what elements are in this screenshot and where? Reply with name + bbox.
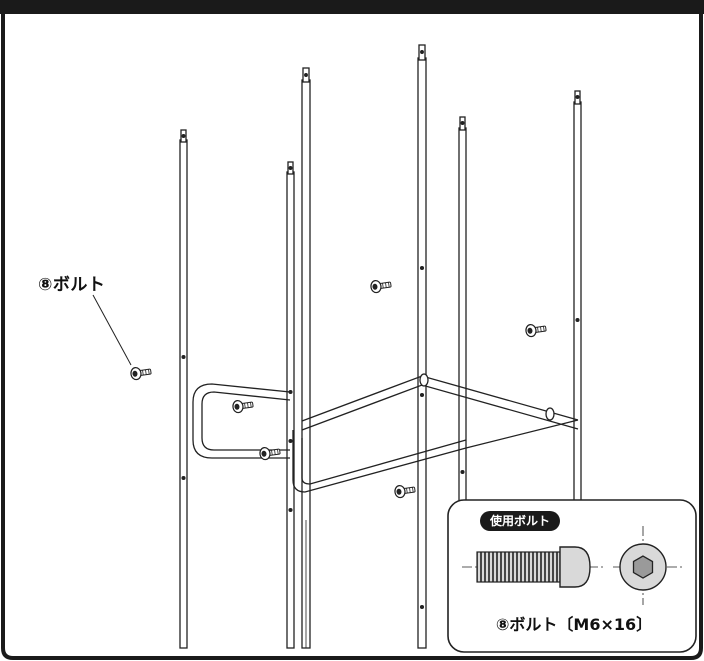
inset-bolt-side-view [462, 546, 603, 588]
inset-bolt-end-view [613, 526, 685, 605]
bolt-icon [369, 277, 393, 294]
bolt-icon [524, 321, 548, 338]
connector-frame-left [192, 383, 291, 459]
used-bolt-badge: 使用ボルト [480, 511, 561, 531]
frame-border [1, 10, 703, 660]
bolt-icon [129, 364, 153, 381]
pole-front-left [286, 161, 295, 649]
pole-tall-center [417, 44, 427, 649]
bolt-callout-label: ⑧ボルト [38, 275, 106, 295]
connector-frame-center [292, 373, 579, 493]
frame-top-bar [0, 0, 704, 14]
pole-back-left [179, 129, 188, 649]
callout-leader [92, 294, 132, 366]
pole-tall-left-center [301, 67, 311, 649]
bolt-icon [393, 482, 417, 499]
bolt-icon [231, 397, 255, 414]
bolt-spec-caption: ⑧ボルト〔M6×16〕 [495, 615, 653, 634]
